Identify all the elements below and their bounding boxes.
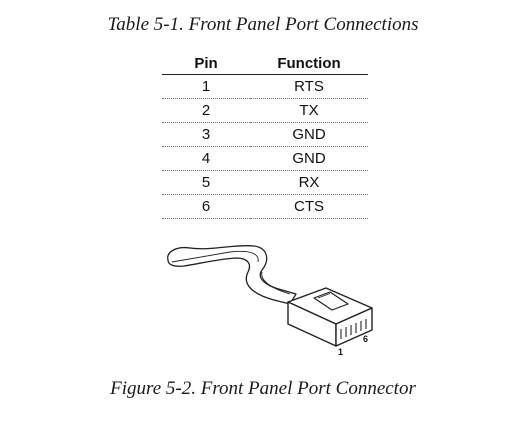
- pin-cell: 6: [162, 194, 250, 219]
- figure-caption: Figure 5-2. Front Panel Port Connector: [110, 378, 416, 399]
- pin-column-header: Pin: [162, 52, 250, 75]
- table-row: 5 RX: [162, 170, 368, 195]
- ribbon-cable: [167, 244, 297, 305]
- rj-plug-body: [287, 287, 373, 347]
- table-row: 4 GND: [162, 146, 368, 171]
- pin-cell: 2: [162, 98, 250, 123]
- connector-illustration: 1 6: [167, 244, 373, 357]
- function-cell: RX: [250, 170, 368, 195]
- table-row: 2 TX: [162, 98, 368, 123]
- pin-cell: 1: [162, 74, 250, 99]
- table-row: 3 GND: [162, 122, 368, 147]
- pin-cell: 3: [162, 122, 250, 147]
- table-header-row: Pin Function: [162, 52, 368, 75]
- function-cell: RTS: [250, 74, 368, 99]
- function-cell: CTS: [250, 194, 368, 219]
- pin-label-first: 1: [338, 347, 343, 357]
- port-connections-table: Pin Function 1 RTS 2 TX 3 GND 4 GND 5 RX…: [162, 52, 368, 219]
- pin-cell: 4: [162, 146, 250, 171]
- table-row: 1 RTS: [162, 74, 368, 99]
- function-cell: GND: [250, 122, 368, 147]
- function-cell: GND: [250, 146, 368, 171]
- function-column-header: Function: [250, 52, 368, 75]
- pin-contacts: [340, 319, 367, 339]
- pin-cell: 5: [162, 170, 250, 195]
- function-cell: TX: [250, 98, 368, 123]
- table-row: 6 CTS: [162, 194, 368, 219]
- table-caption: Table 5-1. Front Panel Port Connections: [107, 14, 419, 35]
- pin-label-last: 6: [363, 334, 368, 344]
